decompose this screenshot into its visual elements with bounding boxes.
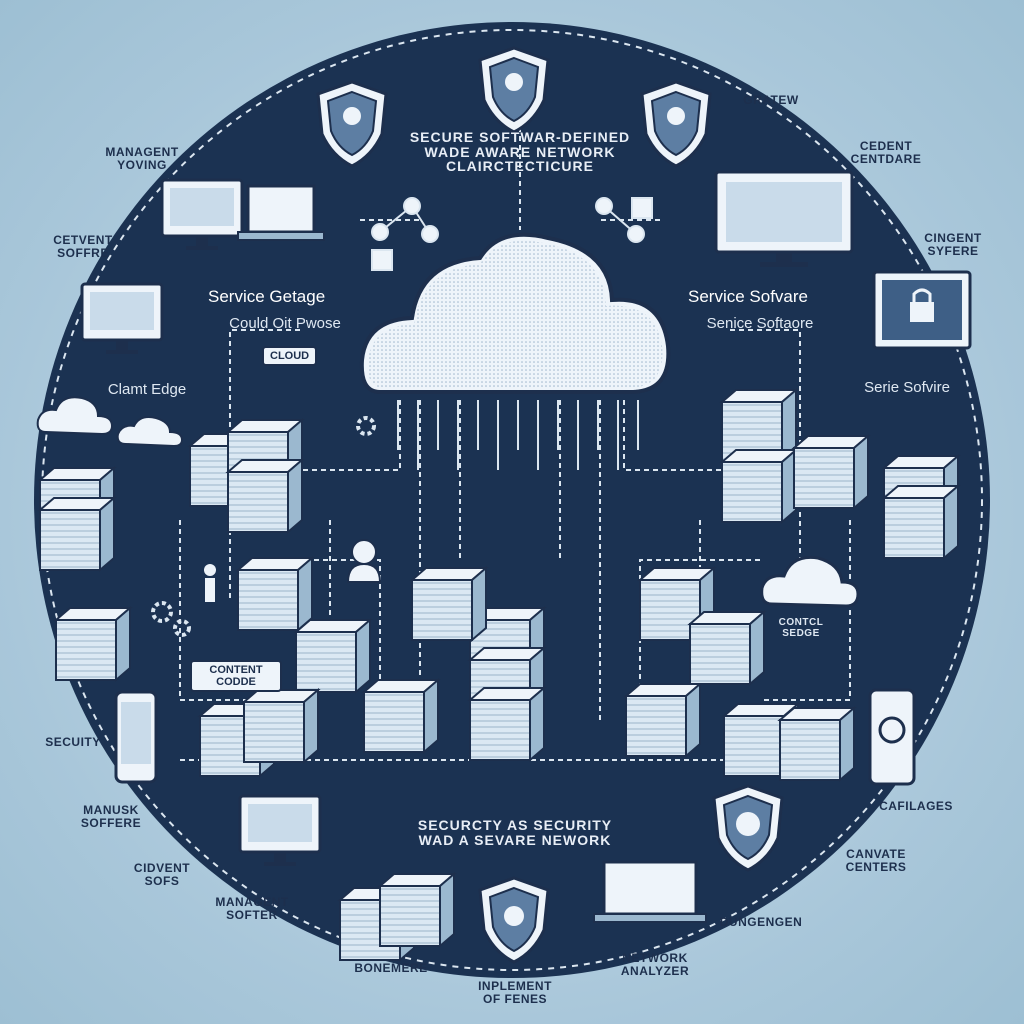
shield-icon [712,784,784,872]
label-serie-sofvire: Serie Sofvire [864,379,950,396]
label-cloud-oit: Could Oit Pwose [229,315,341,332]
diagram-title: SECURE SOFTWAR-DEFINED WADE AWARE NETWOR… [409,129,631,175]
cloud-tag: CLOUD [262,346,318,367]
cloud-icon [359,232,671,394]
shield-icon [478,876,550,964]
server-stack-icon [55,607,131,681]
phone-icon [114,690,158,784]
lock-monitor-icon [872,270,972,350]
label-service-sofvare: Service Sofvare [688,287,808,306]
label-management-softer: MANAGENT SOFTER [215,895,289,922]
label-service-getage: Service Getage [208,287,326,306]
label-managent: MANAGENT YOVING [105,145,179,172]
gear-icon [356,416,376,436]
server-stack-icon [411,567,487,641]
cloud-icon [760,555,860,608]
label-cidvent-sofs: CIDVENT SOFS [133,861,191,888]
network-node-icon [371,197,653,271]
laptop-icon [237,184,325,241]
shield-icon [316,80,388,168]
label-canvate-centers: CANVATE CENTERS [845,847,907,874]
label-clamt-edge: Clamt Edge [107,381,187,398]
server-stack-icon [779,707,855,781]
server-stack-icon [721,389,797,523]
label-implement-fenes: INPLEMENT OF FENES [478,979,552,1006]
user-icon [346,539,382,583]
content-code-tag: CONTENT CODDE [190,660,282,693]
shield-icon [640,80,712,168]
label-manusk-soffere: MANUSK SOFFERE [80,803,142,830]
shield-icon [478,46,550,134]
phone-icon [868,688,916,786]
label-cedent-contdare: CEDENT CENTDARE [850,139,922,166]
server-stack-icon [39,467,115,571]
cloud-icon [116,416,184,448]
cloud-icon [36,396,114,436]
server-stack-icon [379,873,455,947]
label-bonemere: BONEMERE [354,961,428,975]
laptop-icon [593,860,707,923]
server-stack-icon [625,683,701,757]
label-service-software: Senice Softaore [706,315,814,332]
monitor-icon [714,170,854,267]
server-stack-icon [689,611,765,685]
label-cetvent-soffre: CETVENT SOFFRE [53,233,113,260]
label-cingent-syfere: CINGENT SYFERE [924,231,982,258]
label-secuity: SECUITY [45,735,101,749]
label-cafilages: CAFILAGES [879,799,953,813]
server-stack-icon [363,679,439,753]
label-dungengen: DUNGENGEN [719,915,803,929]
server-stack-icon [793,435,869,509]
server-stack-icon [295,619,371,693]
cloud-uplink-arrows [397,400,639,470]
server-stack-icon [227,419,303,533]
bottom-caption: SECURCTY AS SECURITY WAD A SEVARE NEWORK [417,817,613,848]
server-stack-icon [237,557,313,631]
label-network-analyzer: NETWORK ANALYZER [620,951,690,978]
server-stack-icon [883,455,959,559]
user-icon [204,564,216,602]
label-contcl-sedge: CONTCL SEDGE [778,617,824,639]
gear-icon [173,619,191,637]
server-stack-icon [243,689,319,763]
gear-icon [151,601,173,623]
label-gratew: GRATEW [743,93,799,107]
